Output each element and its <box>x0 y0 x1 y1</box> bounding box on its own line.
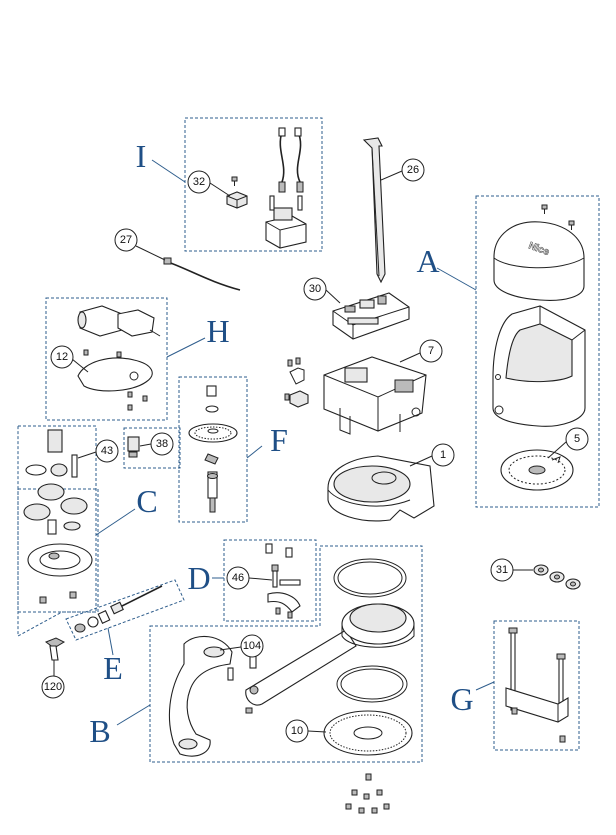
o-ring-upper-part <box>333 558 407 598</box>
svg-text:1: 1 <box>440 449 446 461</box>
group-label-b: B <box>89 713 110 749</box>
callout-46: 46 <box>226 566 273 590</box>
callout-12: 12 <box>50 345 89 373</box>
callout-7: 7 <box>399 339 443 363</box>
callout-31: 31 <box>490 558 533 582</box>
svg-text:43: 43 <box>101 445 113 457</box>
group-d: D 46 <box>187 539 317 622</box>
callout-30: 30 <box>303 277 341 304</box>
control-board-part-30: 30 <box>303 277 410 340</box>
o-ring-lower-part <box>336 665 408 703</box>
svg-text:38: 38 <box>156 438 168 450</box>
svg-text:5: 5 <box>574 433 580 445</box>
group-label-e: E <box>103 650 123 686</box>
bracket-part-26: 26 <box>362 137 425 284</box>
callout-38: 38 <box>139 432 174 456</box>
gear-stack-part <box>23 429 93 604</box>
group-b: B 104 <box>89 545 423 763</box>
callout-1: 1 <box>409 443 455 467</box>
frame-part-7: 7 <box>284 339 443 435</box>
group-i: I 32 <box>136 117 323 252</box>
spacers-part-31: 31 <box>490 558 581 590</box>
svg-text:46: 46 <box>232 572 244 584</box>
motor-screws-part <box>83 349 148 411</box>
cable-part-27: 27 <box>114 228 241 291</box>
svg-text:104: 104 <box>243 640 261 652</box>
group-e: E <box>65 579 185 686</box>
callout-5: 5 <box>547 427 589 459</box>
group-c: C 43 <box>17 425 158 637</box>
svg-text:26: 26 <box>407 164 419 176</box>
callout-10: 10 <box>285 719 327 743</box>
callout-26: 26 <box>380 158 425 182</box>
group-38-region: 38 <box>123 427 181 469</box>
group-g: G <box>450 620 580 751</box>
svg-text:27: 27 <box>120 234 132 246</box>
base-housing-part-1: 1 <box>327 443 455 522</box>
screw-part <box>231 176 238 186</box>
svg-text:10: 10 <box>291 725 303 737</box>
pin-part-43 <box>71 454 78 478</box>
group-label-d: D <box>187 560 210 596</box>
callout-120: 120 <box>41 660 65 699</box>
limit-parts <box>265 543 301 619</box>
loose-screws-part <box>345 773 390 814</box>
svg-text:120: 120 <box>44 681 62 693</box>
pinion-part <box>127 436 140 458</box>
svg-text:7: 7 <box>428 345 434 357</box>
encoder-disc-part <box>323 710 413 756</box>
callout-104: 104 <box>219 634 264 658</box>
gasket-disc-part <box>500 449 574 491</box>
release-key-part-120: 120 <box>41 637 66 699</box>
group-a: A Nice 5 <box>416 195 600 508</box>
wire-leads-part <box>278 127 304 193</box>
group-label-h: H <box>206 313 229 349</box>
group-label-f: F <box>270 422 288 458</box>
svg-text:32: 32 <box>193 176 205 188</box>
base-body-part <box>492 305 586 427</box>
group-h: H 12 <box>45 297 230 421</box>
lever-arm-part <box>168 635 257 757</box>
callout-27: 27 <box>114 228 166 261</box>
svg-text:12: 12 <box>56 351 68 363</box>
callout-32: 32 <box>187 170 231 197</box>
cover-screw-part <box>541 204 575 230</box>
gear-shaft-part <box>188 385 238 513</box>
fuse-holder-part <box>226 191 248 209</box>
callout-43: 43 <box>77 439 119 463</box>
group-label-i: I <box>136 138 147 174</box>
group-f: F <box>178 376 288 523</box>
group-label-c: C <box>136 483 157 519</box>
svg-text:30: 30 <box>309 283 321 295</box>
group-label-a: A <box>416 243 439 279</box>
transformer-part <box>265 195 307 249</box>
svg-text:31: 31 <box>496 564 508 576</box>
top-cover-part: Nice <box>493 221 585 301</box>
cover-plate-part <box>77 357 153 392</box>
driving-arm-part <box>245 603 415 706</box>
group-label-g: G <box>450 681 473 717</box>
mounting-bracket-part <box>505 627 569 743</box>
shaft-assembly-part <box>74 585 163 633</box>
motor-part <box>77 305 161 337</box>
